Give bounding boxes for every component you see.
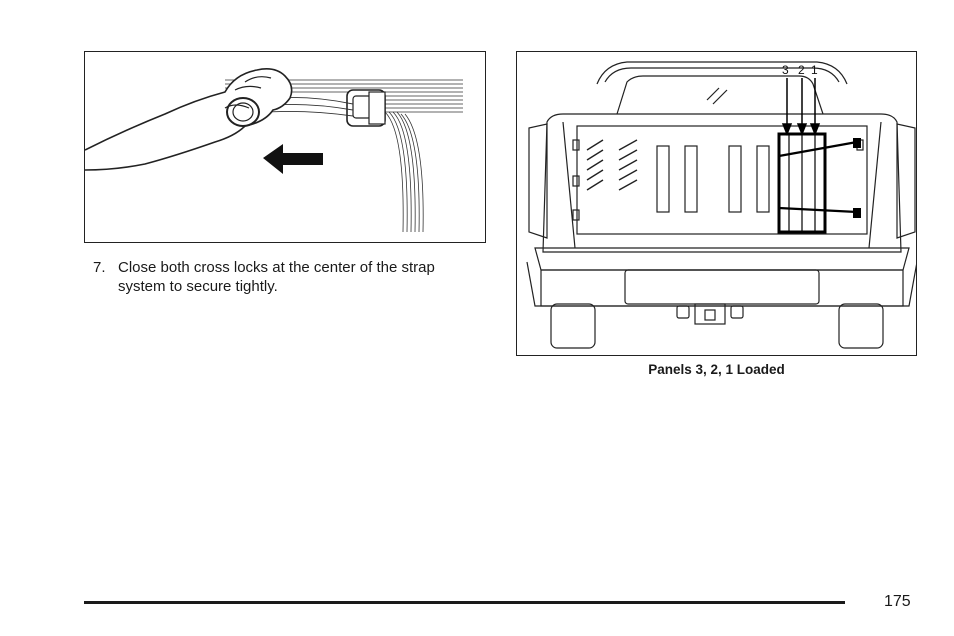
hand-pulling-strap-drawing bbox=[85, 68, 463, 233]
truck-bed-illustration: 3 2 1 bbox=[516, 51, 917, 356]
instruction-step: 7. Close both cross locks at the center … bbox=[93, 258, 473, 296]
step-text: Close both cross locks at the center of … bbox=[118, 259, 435, 295]
panel-label-3: 3 bbox=[782, 63, 789, 77]
panel-indicator-arrows bbox=[781, 78, 821, 137]
panel-label-2: 2 bbox=[798, 63, 805, 77]
strap-illustration bbox=[84, 51, 486, 243]
page-number: 175 bbox=[884, 593, 911, 610]
pull-direction-arrow bbox=[263, 144, 323, 174]
panel-label-1: 1 bbox=[811, 63, 818, 77]
step-number: 7. bbox=[93, 259, 106, 276]
footer-rule bbox=[84, 601, 845, 604]
figure-caption: Panels 3, 2, 1 Loaded bbox=[648, 362, 785, 377]
truck-rear-drawing: 3 2 1 bbox=[526, 61, 916, 349]
loaded-panels bbox=[777, 132, 861, 234]
